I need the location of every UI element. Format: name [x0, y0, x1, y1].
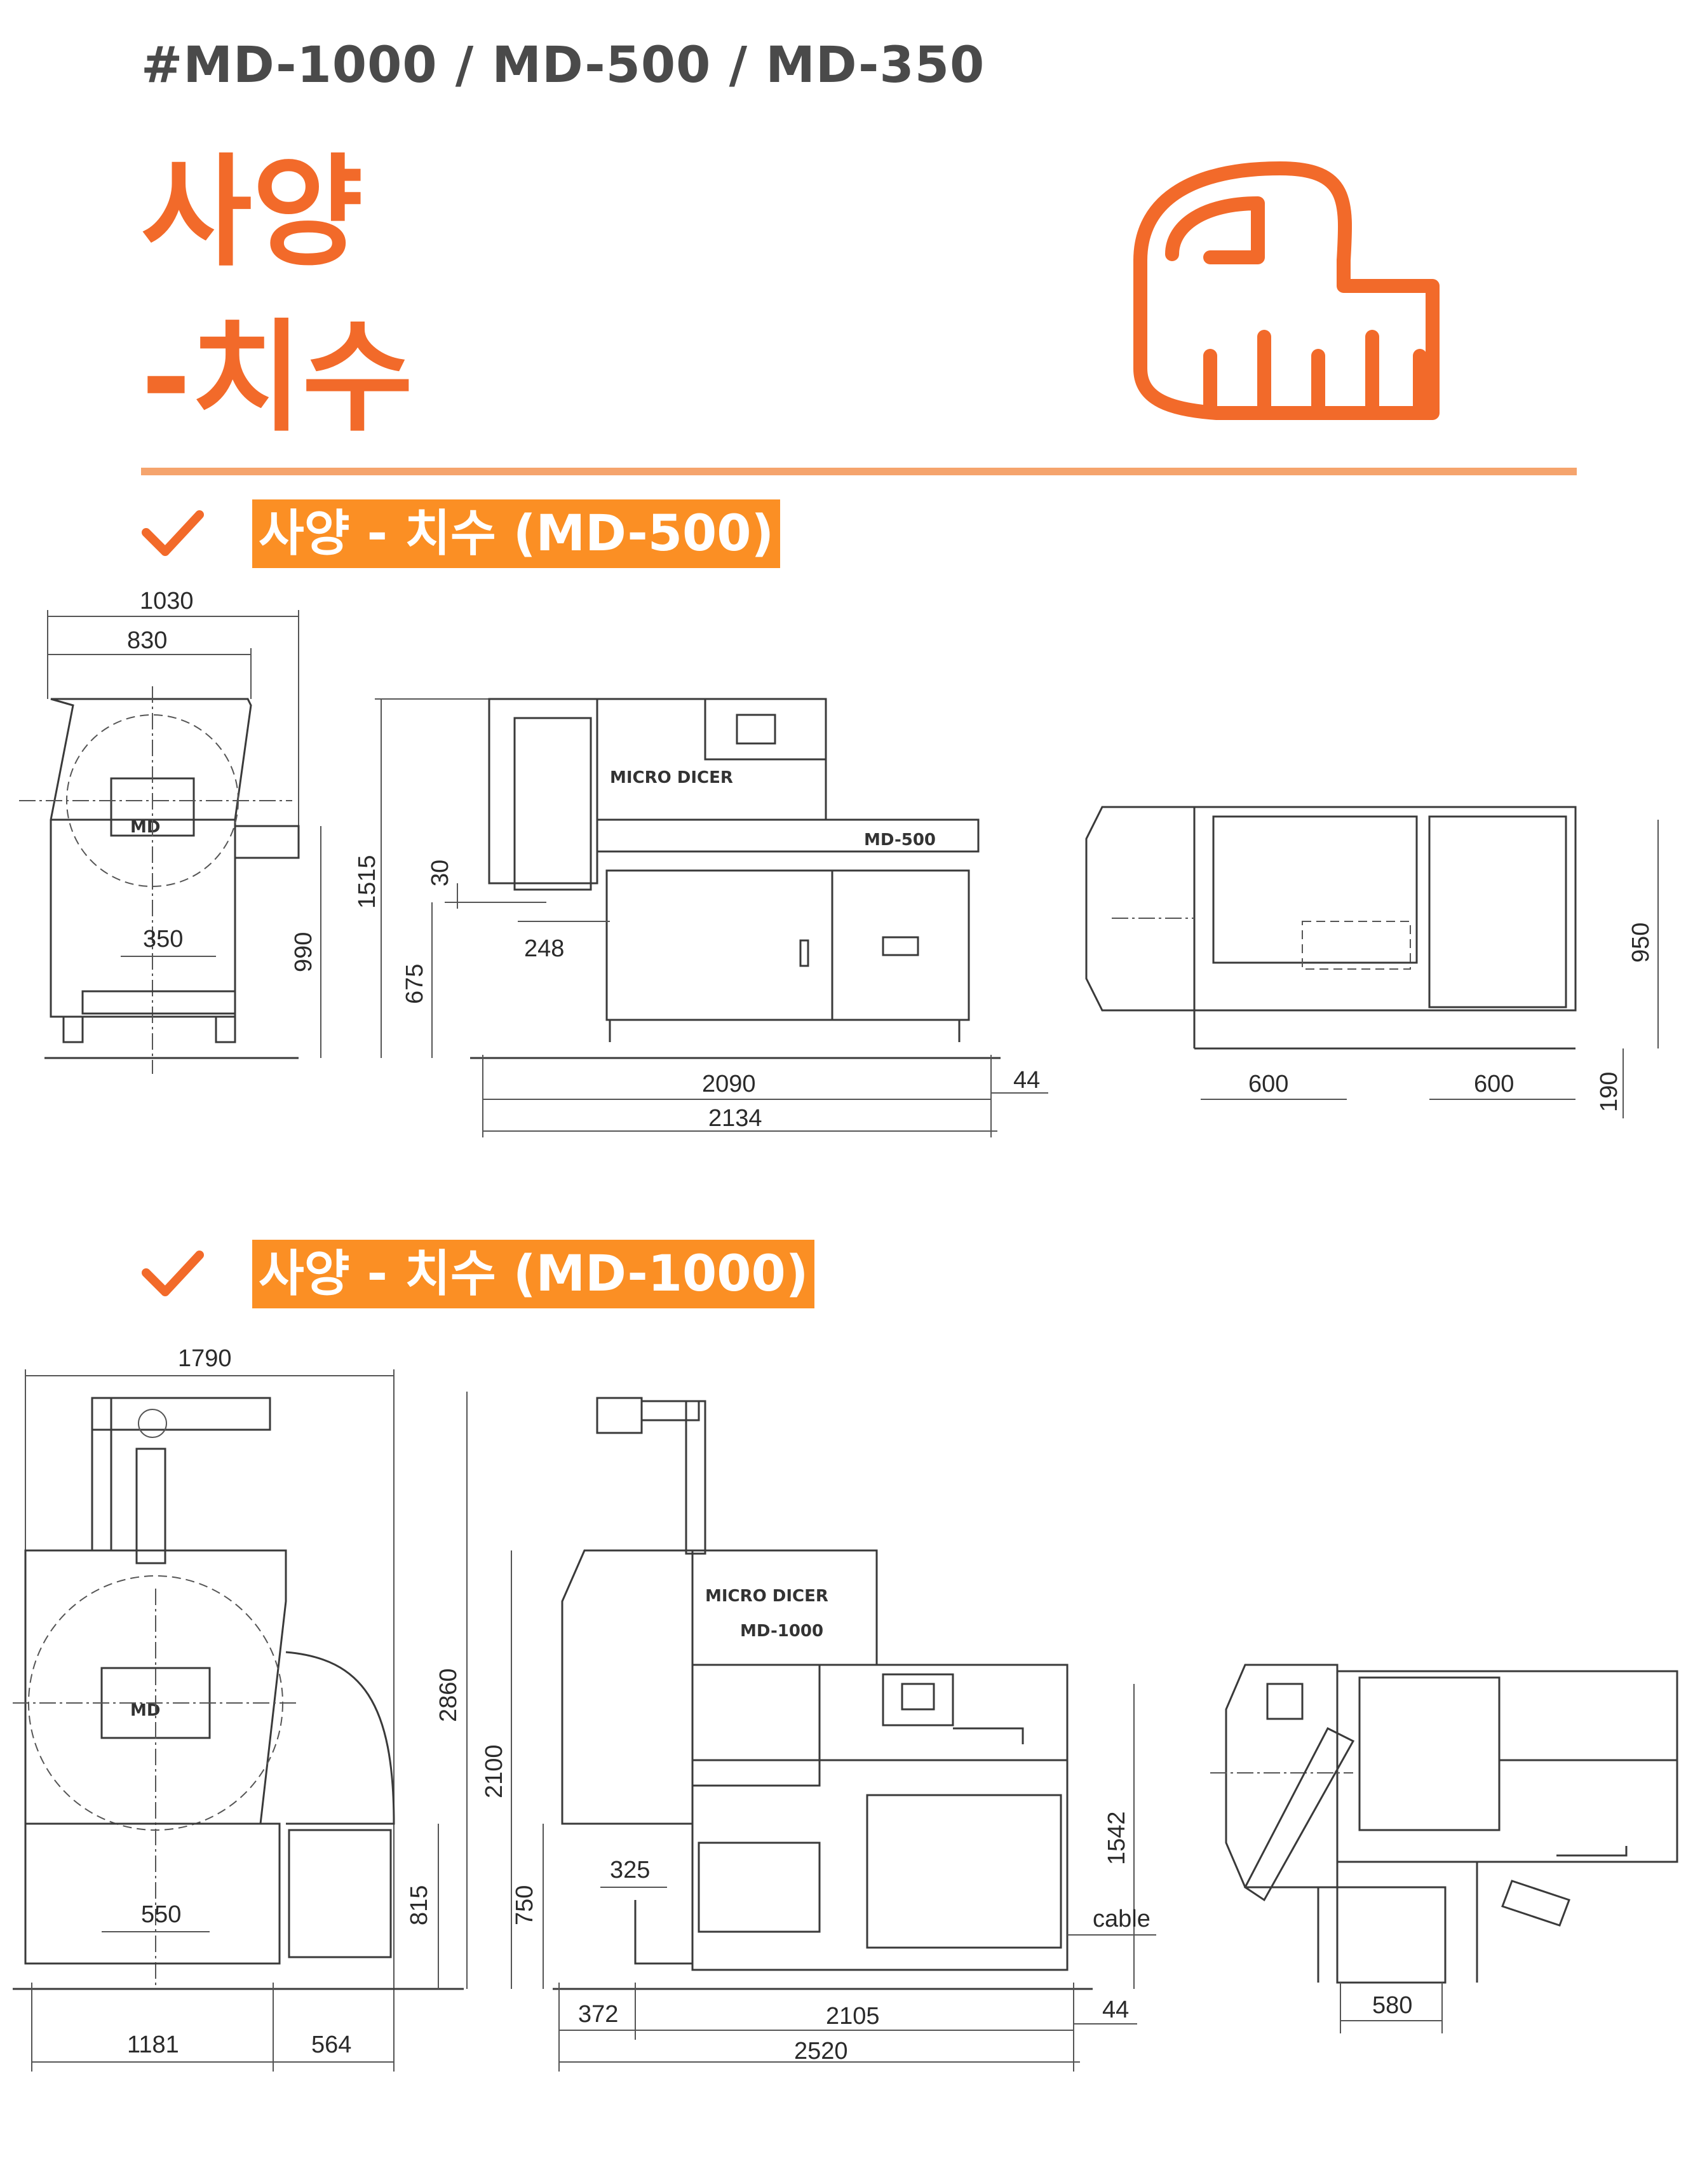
dim-md500-side-30: 30: [427, 860, 454, 886]
md1000-side-cable-label: cable: [1093, 1906, 1150, 1932]
dim-md1000-front-1181: 1181: [127, 2031, 179, 2058]
md1000-side-brand: MICRO DICER: [705, 1587, 828, 1606]
dim-md1000-side-44: 44: [1102, 1997, 1129, 2023]
md500-side-model: MD-500: [864, 831, 936, 850]
dim-md500-top-190: 190: [1596, 1072, 1623, 1112]
dim-md500-side-248: 248: [524, 935, 564, 962]
dim-md1000-front-1790: 1790: [178, 1345, 232, 1372]
dim-md500-side-2134: 2134: [708, 1105, 762, 1132]
section-md1000-label: 사양 - 치수 (MD-1000): [252, 1240, 815, 1308]
dim-md500-side-675: 675: [401, 964, 428, 1004]
md1000-front-view: 1790 MD 550 815 2860 1181 564: [13, 1345, 468, 2072]
dim-md500-side-1515: 1515: [354, 855, 381, 909]
md500-front-logo: MD: [130, 818, 160, 837]
dim-md1000-side-2105: 2105: [826, 2003, 880, 2030]
dim-md500-front-990: 990: [290, 932, 317, 972]
dim-md1000-side-2520: 2520: [794, 2038, 848, 2065]
dim-md500-side-2090: 2090: [702, 1071, 756, 1097]
md500-dimension-drawing: 1030 830 MD 350 990 1515 30 675 MICRO DI…: [19, 588, 1659, 1137]
dim-md1000-side-750: 750: [511, 1885, 538, 1925]
dim-md500-front-350: 350: [143, 926, 183, 953]
dim-md500-top-950: 950: [1628, 923, 1654, 963]
md500-top-view: 600 600 950 190: [1085, 806, 1659, 1118]
section-md1000-header: 사양 - 치수 (MD-1000): [141, 1239, 815, 1309]
dim-md1000-front-815: 815: [406, 1885, 433, 1925]
dim-md1000-side-325: 325: [610, 1857, 650, 1883]
header-divider: [141, 468, 1577, 475]
check-icon: [142, 510, 204, 556]
dim-md1000-front-2860: 2860: [435, 1668, 462, 1722]
dim-md500-front-1030: 1030: [140, 588, 194, 614]
dim-md500-side-44: 44: [1013, 1067, 1040, 1094]
dim-md1000-front-550: 550: [141, 1901, 181, 1928]
section-md500-label: 사양 - 치수 (MD-500): [252, 499, 781, 568]
dim-md500-top-600b: 600: [1474, 1071, 1514, 1097]
md1000-side-view: 2100 750 MICRO DICER MD-1000 325 1542 ca…: [481, 1397, 1156, 2072]
model-list-subtitle: #MD-1000 / MD-500 / MD-350: [141, 37, 985, 94]
check-icon: [142, 1251, 204, 1296]
dim-md1000-side-1542: 1542: [1103, 1811, 1130, 1865]
md1000-side-model: MD-1000: [740, 1622, 823, 1641]
md500-side-brand: MICRO DICER: [610, 768, 733, 787]
title-line-1: 사양: [141, 142, 363, 283]
dim-md500-top-600a: 600: [1248, 1071, 1288, 1097]
dim-md1000-side-2100: 2100: [481, 1744, 508, 1798]
page-title: 사양 -치수: [141, 130, 413, 461]
md500-side-view: 1515 30 675 MICRO DICER MD-500 248 2090 …: [354, 698, 1048, 1137]
dim-md500-front-830: 830: [127, 627, 167, 654]
md1000-top-view: 580: [1210, 1664, 1678, 2033]
md500-front-view: 1030 830 MD 350 990: [19, 588, 321, 1074]
md1000-dimension-drawing: 1790 MD 550 815 2860 1181 564 2100: [13, 1345, 1678, 2072]
title-line-2: -치수: [141, 308, 414, 448]
dim-md1000-top-580: 580: [1372, 1992, 1412, 2019]
dim-md1000-side-372: 372: [578, 2001, 618, 2028]
measuring-tape-icon: [1133, 161, 1440, 420]
dim-md1000-front-564: 564: [311, 2031, 351, 2058]
section-md500-header: 사양 - 치수 (MD-500): [141, 499, 781, 569]
